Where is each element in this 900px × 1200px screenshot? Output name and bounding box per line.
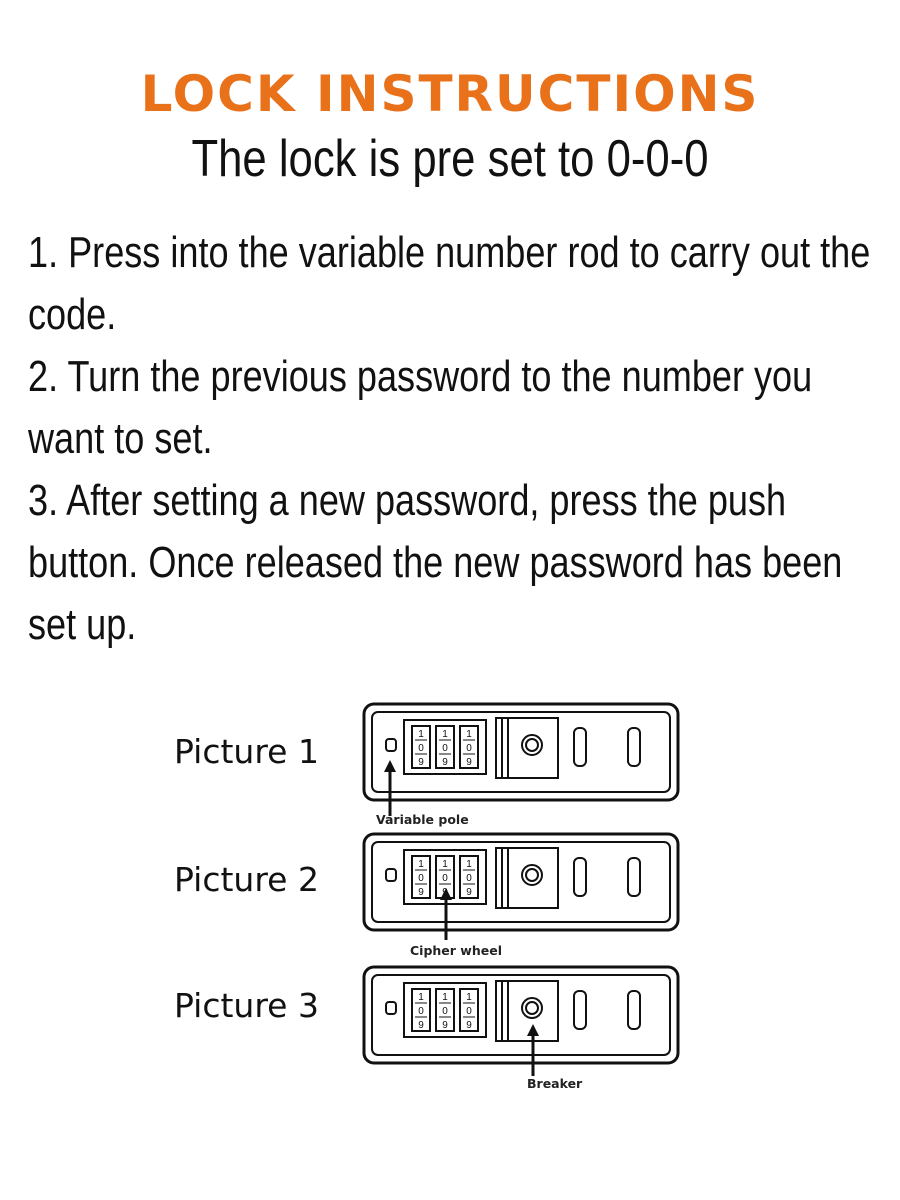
variable-pole-icon xyxy=(385,1001,397,1015)
cipher-wheel-icon xyxy=(411,855,431,899)
keyhole-slot-icon xyxy=(627,857,641,897)
cipher-wheel-icon xyxy=(411,988,431,1032)
wheel-digit: 9 xyxy=(418,887,424,898)
breaker-housing xyxy=(495,847,559,909)
wheel-digit: 1 xyxy=(418,992,424,1003)
breaker-housing xyxy=(495,980,559,1042)
keyhole-slot-icon xyxy=(627,727,641,767)
keyhole-slot-icon xyxy=(627,990,641,1030)
picture-1-label: Picture 1 xyxy=(174,732,319,771)
cipher-wheel-icon xyxy=(435,988,455,1032)
wheel-digit: 9 xyxy=(418,1020,424,1031)
wheel-digit: 0 xyxy=(442,1006,448,1017)
wheel-digit: 0 xyxy=(466,873,472,884)
arrow-variable-pole xyxy=(384,760,396,816)
caption-variable-pole: Variable pole xyxy=(376,812,469,827)
cipher-wheel-icon xyxy=(411,725,431,769)
cipher-wheel-icon xyxy=(435,725,455,769)
wheel-digit: 1 xyxy=(442,992,448,1003)
wheel-digit: 1 xyxy=(418,859,424,870)
breaker-housing xyxy=(495,717,559,779)
wheel-digit: 0 xyxy=(466,1006,472,1017)
page-subtitle: The lock is pre set to 0-0-0 xyxy=(191,130,709,188)
wheel-digit: 9 xyxy=(442,757,448,768)
breaker-button-inner-icon xyxy=(525,868,539,882)
wheel-digit: 1 xyxy=(466,859,472,870)
step-2: 2. Turn the previous password to the num… xyxy=(28,352,813,463)
lock-outer-body xyxy=(362,832,680,932)
wheel-digit: 1 xyxy=(442,729,448,740)
picture-2-label: Picture 2 xyxy=(174,860,319,899)
wheel-digit: 1 xyxy=(418,729,424,740)
caption-breaker: Breaker xyxy=(527,1076,583,1091)
wheel-digit: 0 xyxy=(418,873,424,884)
instruction-steps: 1. Press into the variable number rod to… xyxy=(28,222,873,656)
cipher-wheel-icon xyxy=(459,855,479,899)
cipher-wheel-icon xyxy=(459,988,479,1032)
wheel-housing xyxy=(403,982,487,1038)
wheel-digit: 0 xyxy=(442,873,448,884)
wheel-digit: 1 xyxy=(442,859,448,870)
lock-diagram-3: 1 0 9 1 0 9 1 0 9 xyxy=(362,965,680,1065)
keyhole-slot-icon xyxy=(573,727,587,767)
step-1: 1. Press into the variable number rod to… xyxy=(28,228,871,339)
wheel-digit: 1 xyxy=(466,992,472,1003)
lock-inner-body xyxy=(371,711,671,793)
variable-pole-icon xyxy=(385,738,397,752)
arrow-cipher-wheel xyxy=(440,888,452,940)
breaker-button-icon xyxy=(521,864,543,886)
wheel-digit: 0 xyxy=(442,743,448,754)
wheel-digit: 9 xyxy=(466,1020,472,1031)
lock-outer-body xyxy=(362,965,680,1065)
breaker-button-icon xyxy=(521,734,543,756)
wheel-digit: 9 xyxy=(466,757,472,768)
cipher-wheel-icon xyxy=(459,725,479,769)
keyhole-slot-icon xyxy=(573,857,587,897)
wheel-digit: 0 xyxy=(418,1006,424,1017)
wheel-digit: 1 xyxy=(466,729,472,740)
page-title: LOCK INSTRUCTIONS xyxy=(140,65,760,123)
lock-outer-body xyxy=(362,702,680,802)
wheel-digit: 0 xyxy=(418,743,424,754)
wheel-digit: 0 xyxy=(466,743,472,754)
breaker-button-icon xyxy=(521,997,543,1019)
arrow-breaker xyxy=(527,1024,539,1076)
lock-inner-body xyxy=(371,974,671,1056)
wheel-housing xyxy=(403,719,487,775)
lock-diagram-1: 1 0 9 1 0 9 1 0 9 xyxy=(362,702,680,802)
keyhole-slot-icon xyxy=(573,990,587,1030)
picture-3-label: Picture 3 xyxy=(174,986,319,1025)
wheel-digit: 9 xyxy=(418,757,424,768)
wheel-digit: 9 xyxy=(442,1020,448,1031)
wheel-digit: 9 xyxy=(466,887,472,898)
variable-pole-icon xyxy=(385,868,397,882)
breaker-button-inner-icon xyxy=(525,738,539,752)
lock-inner-body xyxy=(371,841,671,923)
caption-cipher-wheel: Cipher wheel xyxy=(410,943,502,958)
step-3: 3. After setting a new password, press t… xyxy=(28,476,843,649)
breaker-button-inner-icon xyxy=(525,1001,539,1015)
